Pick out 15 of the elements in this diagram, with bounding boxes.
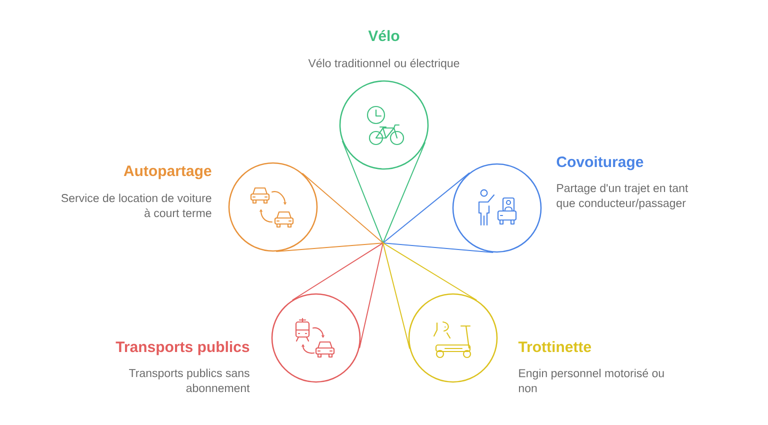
description: Engin personnel motorisé ou non	[518, 368, 664, 392]
heading: Vélo	[368, 30, 400, 42]
description: Vélo traditionnel ou électrique	[308, 58, 460, 70]
heading: Transports publics	[116, 341, 250, 356]
heading: Trottinette	[518, 341, 592, 352]
cone-line	[382, 242, 478, 350]
heading: Covoiturage	[556, 156, 644, 170]
cone-line	[382, 172, 494, 253]
cone-line	[342, 140, 426, 244]
heading: Autopartage	[124, 166, 212, 180]
description: Service de location de voiture à court terme	[61, 194, 212, 218]
cone-line	[292, 242, 384, 349]
cone-line	[276, 172, 384, 252]
description: Transports publics sans abonnement	[129, 368, 250, 392]
description: Partage d'un trajet en tant que conducteur/passager	[556, 184, 688, 210]
